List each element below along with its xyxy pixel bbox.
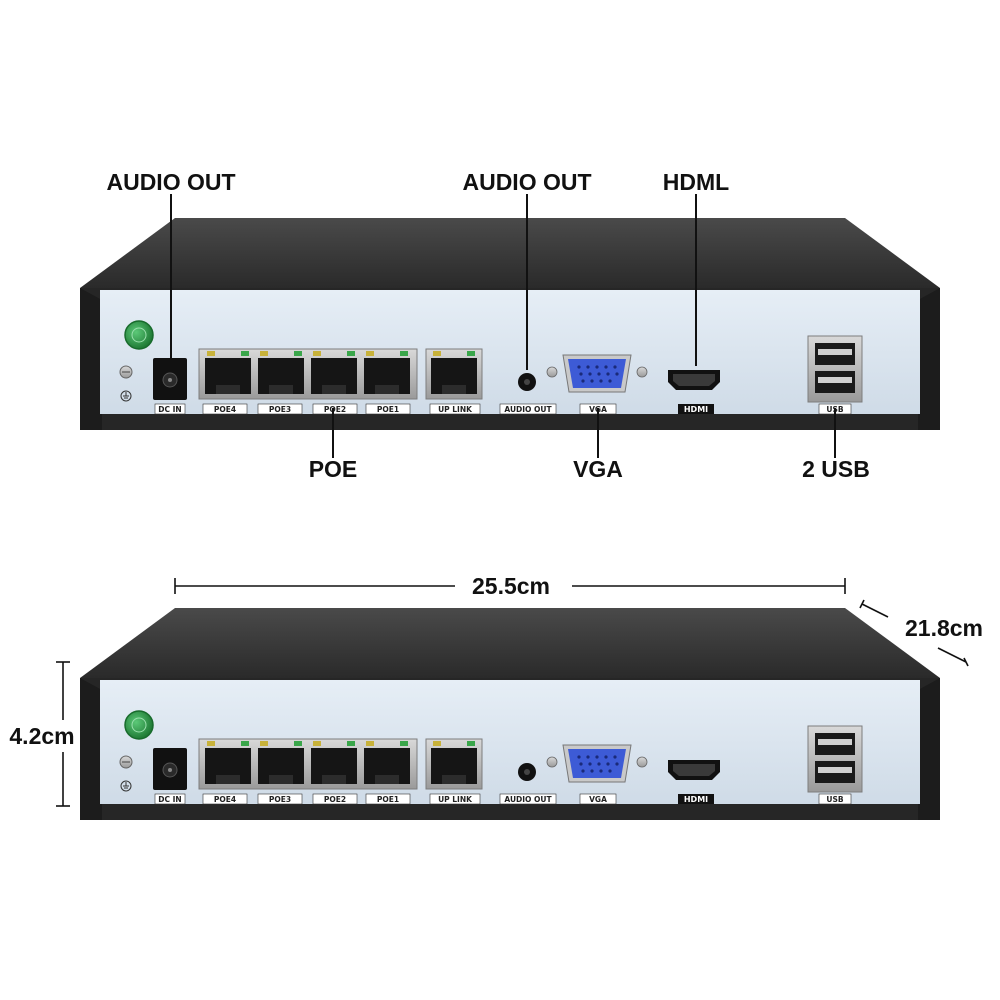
callout-audio-out-right: AUDIO OUT [462, 169, 591, 195]
poe2-label: POE2 [324, 405, 346, 414]
callout-vga: VGA [573, 456, 623, 482]
poe3-label: POE3 [269, 795, 291, 804]
poe3-label: POE3 [269, 405, 291, 414]
poe4-label: POE4 [214, 795, 236, 804]
callout-hdml: HDML [663, 169, 729, 195]
poe2-label: POE2 [324, 795, 346, 804]
audio-out-label: AUDIO OUT [504, 795, 552, 804]
hdmi-label: HDMI [684, 795, 708, 804]
uplink-label: UP LINK [438, 405, 473, 414]
nvr-rear-view-top: DC IN POE4 POE3 POE2 POE1 UP LINK AUDIO … [79, 217, 941, 431]
width-dimension-line [174, 578, 846, 594]
poe4-label: POE4 [214, 405, 236, 414]
height-dimension-line [56, 661, 70, 807]
poe1-label: POE1 [377, 795, 399, 804]
poe1-label: POE1 [377, 405, 399, 414]
depth-dimension-line [859, 599, 969, 667]
dc-in-label: DC IN [158, 405, 181, 414]
height-dimension-label: 4.2cm [9, 723, 74, 749]
callout-poe: POE [309, 456, 358, 482]
usb-label: USB [826, 795, 843, 804]
uplink-label: UP LINK [438, 795, 473, 804]
hdmi-label: HDMI [684, 405, 708, 414]
vga-label: VGA [589, 795, 607, 804]
width-dimension-label: 25.5cm [472, 573, 550, 599]
audio-out-label: AUDIO OUT [504, 405, 552, 414]
nvr-rear-view-bottom: DC IN POE4 POE3 POE2 POE1 UP LINK AUDIO … [79, 607, 941, 821]
depth-dimension-label: 21.8cm [905, 615, 983, 641]
callout-lines [170, 194, 836, 458]
callout-2-usb: 2 USB [802, 456, 870, 482]
callout-audio-out-left: AUDIO OUT [106, 169, 235, 195]
dc-in-label: DC IN [158, 795, 181, 804]
